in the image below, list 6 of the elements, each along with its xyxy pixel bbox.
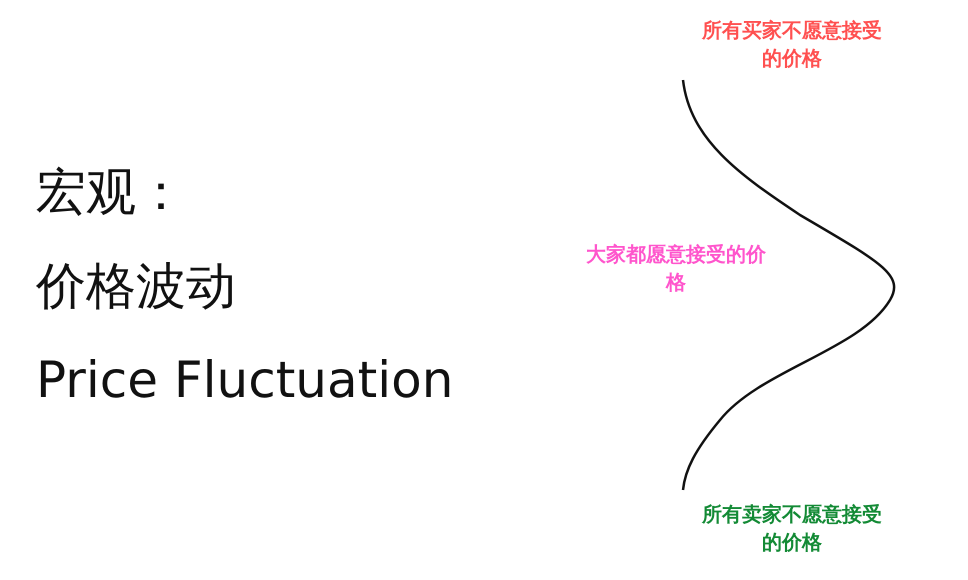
heading-text: 宏观： [36,162,186,222]
heading-text: Price Fluctuation [36,350,454,410]
annotation-text: 所有买家不愿意接受的价格 [700,17,883,72]
annotation-text: 大家都愿意接受的价格 [585,241,767,296]
annotation-text: 所有卖家不愿意接受的价格 [700,501,883,556]
heading-text: 价格波动 [36,256,236,316]
